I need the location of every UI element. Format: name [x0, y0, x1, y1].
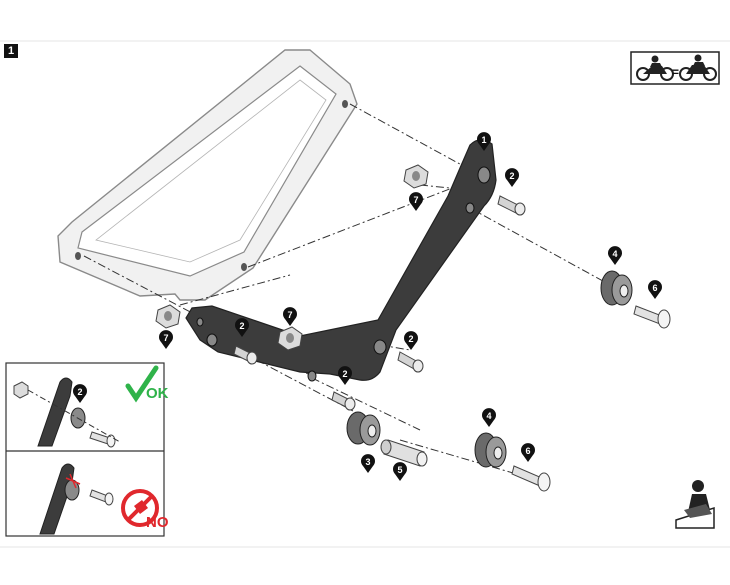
rail-hole-middle — [241, 263, 247, 271]
ok-label: OK — [146, 385, 169, 402]
bracket-hole-right — [373, 339, 387, 355]
callout-label: 6 — [525, 446, 530, 456]
no-label: NO — [146, 514, 169, 531]
callout-part-2: 2 — [404, 331, 419, 350]
equals-sign: = — [672, 65, 679, 79]
bolt-part-2-a — [497, 195, 526, 216]
callout-label: 4 — [486, 411, 491, 421]
screw-part-6-b — [511, 465, 551, 492]
callout-label: 2 — [239, 321, 244, 331]
callout-part-2: 2 — [505, 168, 519, 187]
callout-label: 1 — [481, 135, 486, 145]
spacer-part-3 — [346, 411, 381, 446]
callout-label: 7 — [163, 333, 168, 343]
bolt-part-2-d — [331, 391, 356, 411]
callout-part-7: 7 — [159, 330, 174, 349]
callout-part-4: 4 — [608, 246, 622, 265]
nut-part-7-b — [277, 326, 303, 351]
callout-part-4: 4 — [482, 408, 497, 427]
inset-wrong-marker — [65, 473, 81, 489]
nut-part-7-a — [403, 164, 429, 189]
callout-part-6: 6 — [521, 443, 535, 462]
part-callouts: 1 2 2 2 2 3 4 4 5 6 6 7 7 7 — [159, 132, 662, 481]
inset-bracket-ok — [37, 377, 73, 447]
bracket-hole-upper — [465, 202, 475, 214]
nut-part-7-c — [155, 304, 181, 329]
inset-callout-part-2: 2 — [73, 384, 87, 403]
sleeve-part-5 — [380, 439, 428, 467]
inset-assembly-check: OK NO 2 — [5, 362, 169, 537]
callout-label: 6 — [652, 283, 657, 293]
mechanic-pictogram — [675, 480, 715, 529]
callout-label: 3 — [365, 457, 370, 467]
inset-bracket-no — [39, 463, 75, 535]
bolt-part-2-b — [233, 345, 258, 365]
callout-part-6: 6 — [648, 280, 662, 299]
callout-label: 2 — [509, 171, 514, 181]
callout-part-3: 3 — [361, 454, 375, 473]
bolt-part-2-c — [397, 351, 424, 373]
bracket-hole-left — [206, 333, 218, 347]
rail-hole-left — [75, 252, 81, 260]
spacer-part-4-b — [474, 432, 507, 468]
callout-part-1: 1 — [477, 132, 491, 151]
no-prohibited-icon — [121, 489, 159, 527]
callout-label: 2 — [342, 369, 347, 379]
callout-part-5: 5 — [393, 462, 408, 481]
mounting-bracket — [185, 139, 497, 382]
callout-label: 4 — [612, 249, 617, 259]
inset-nut-ok — [13, 381, 29, 399]
bracket-hole-small — [196, 317, 204, 327]
ok-check-icon — [125, 365, 159, 403]
mechanic-head-icon — [692, 480, 704, 492]
screw-part-6-a — [633, 305, 671, 329]
motorcycle-equivalence-pictogram: = — [630, 51, 720, 85]
rail-hole-top — [342, 100, 348, 108]
callout-label: 2 — [408, 334, 413, 344]
callout-part-7: 7 — [409, 192, 423, 211]
callout-part-7: 7 — [283, 307, 297, 326]
motorcycle-right-icon — [679, 54, 717, 81]
bracket-hole-top — [477, 166, 491, 184]
spacer-part-4-a — [600, 270, 633, 306]
step-number-badge: 1 — [4, 44, 18, 58]
bracket-hole-bottom — [307, 370, 317, 382]
pannier-rail-frame — [57, 49, 358, 301]
motorcycle-left-icon — [636, 55, 674, 81]
inset-callout-label: 2 — [77, 387, 82, 397]
callout-label: 7 — [287, 310, 292, 320]
callout-label: 7 — [413, 195, 418, 205]
callout-label: 5 — [397, 465, 402, 475]
callout-part-2: 2 — [338, 366, 352, 385]
callout-part-2: 2 — [235, 318, 249, 337]
